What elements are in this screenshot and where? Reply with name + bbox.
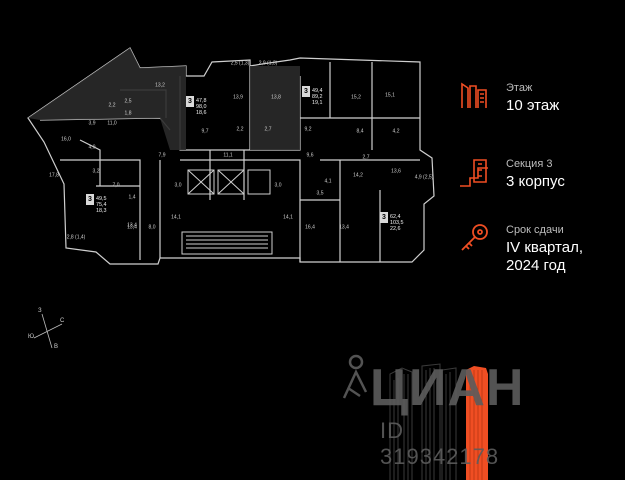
watermark-brand: ЦИАН: [370, 359, 525, 417]
apartment-rooms-badge[interactable]: 3: [86, 194, 94, 205]
compass-east: С: [60, 318, 65, 324]
compass-lines-icon: [33, 313, 63, 349]
buildings-illustration: [389, 363, 488, 480]
plan-area-label: 13,2: [155, 82, 165, 89]
compass: З С Ю В: [28, 308, 68, 354]
compass-north: З: [38, 308, 42, 314]
plan-area-label: 9,7: [201, 128, 209, 135]
deadline-label: Срок сдачи: [506, 224, 564, 236]
plan-area-label: 3,5: [316, 190, 324, 197]
plan-area-label: 2,9 (1,3): [258, 60, 278, 67]
apartment-info: 49,4 89,2 19,1: [312, 88, 323, 106]
plan-area-label: 13,6: [391, 168, 401, 175]
floor-plan: 13,2 2,5 (1,3) 2,9 (1,3) 16,0 3,9 2,2 2,…: [0, 0, 445, 280]
plan-area-label: 3,0: [174, 182, 182, 189]
apartment-rooms-badge[interactable]: 3: [380, 212, 388, 223]
plan-area-label: 1,8: [124, 110, 132, 117]
apartment-area: 47,8: [196, 98, 207, 104]
floor-value: 10 этаж: [506, 97, 560, 114]
plan-area-label: 3,9: [88, 120, 96, 127]
plan-area-label: 2,5: [124, 98, 132, 105]
apartment-area: 49,4: [312, 88, 323, 94]
plan-area-label: 3,2: [92, 168, 100, 175]
key-icon: [461, 224, 488, 251]
plan-area-label: 13,4: [127, 224, 137, 231]
plan-area-label: 4,9 (2,5): [414, 174, 434, 181]
plan-area-label: 13,4: [339, 224, 349, 231]
plan-area-label: 14,1: [283, 214, 293, 221]
plan-area-label: 4,1: [324, 178, 332, 185]
compass-west: Ю: [28, 334, 35, 340]
plan-area-label: 8,4: [356, 128, 364, 135]
plan-area-label: 15,1: [385, 92, 395, 99]
apartment-total: 98,0: [196, 104, 207, 110]
apartment-total: 89,2: [312, 94, 323, 100]
plan-area-label: 7,9: [158, 152, 166, 159]
plan-area-label: 4,9: [88, 144, 96, 151]
apartment-rooms-badge[interactable]: 3: [186, 96, 194, 107]
plan-area-label: 17,8: [49, 172, 59, 179]
apartment-info: 47,8 98,0 18,6: [196, 98, 207, 116]
plan-area-label: 15,2: [351, 94, 361, 101]
section-icon: [460, 159, 488, 187]
plan-area-label: 1,4: [128, 194, 136, 201]
plan-area-label: 2,2: [236, 126, 244, 133]
apartment-living: 18,3: [96, 208, 107, 214]
apartment-living: 18,6: [196, 110, 207, 116]
apartment-total: 75,4: [96, 202, 107, 208]
section-value: 3 корпус: [506, 173, 565, 190]
plan-area-label: 11,1: [223, 152, 233, 159]
compass-south: В: [54, 344, 59, 350]
plan-area-label: 2,5 (1,3): [230, 60, 250, 67]
apartment-info: 49,5 75,4 18,3: [96, 196, 107, 214]
apartment-living: 22,6: [390, 226, 401, 232]
plan-area-label: 13,4: [127, 222, 137, 229]
section-label: Секция 3: [506, 158, 553, 170]
plan-area-label: 14,2: [353, 172, 363, 179]
cian-logo-icon: [342, 354, 368, 399]
plan-area-label: 16,4: [305, 224, 315, 231]
apartment-total: 103,5: [390, 220, 404, 226]
plan-area-label: 2,7: [362, 154, 370, 161]
plan-area-label: 9,6: [306, 152, 314, 159]
watermark-id: ID 319342178: [380, 418, 500, 469]
plan-area-label: 14,1: [171, 214, 181, 221]
floor-icon: [461, 82, 487, 108]
apartment-info: 62,4 103,5 22,6: [390, 214, 404, 232]
plan-area-label: 2,8 (1,4): [66, 234, 86, 241]
plan-area-label: 2,2: [108, 102, 116, 109]
plan-area-label: 11,0: [107, 120, 117, 127]
plan-area-label: 9,2: [304, 126, 312, 133]
plan-area-label: 2,7: [264, 126, 272, 133]
plan-area-label: 4,2: [392, 128, 400, 135]
apartment-area: 49,5: [96, 196, 107, 202]
deadline-value-line1: IV квартал,: [506, 239, 584, 256]
plan-area-label: 3,0: [274, 182, 282, 189]
plan-area-label: 13,8: [271, 94, 281, 101]
floor-label: Этаж: [506, 82, 533, 94]
floor-plan-drawing: [27, 47, 435, 265]
apartment-living: 19,1: [312, 100, 323, 106]
apartment-area: 62,4: [390, 214, 401, 220]
plan-area-label: 8,0: [148, 224, 156, 231]
apartment-rooms-badge[interactable]: 3: [302, 86, 310, 97]
plan-area-label: 16,0: [61, 136, 71, 143]
deadline-value-line2: 2024 год: [506, 257, 566, 274]
plan-area-label: 13,9: [233, 94, 243, 101]
plan-area-label: 7,0: [112, 182, 120, 189]
